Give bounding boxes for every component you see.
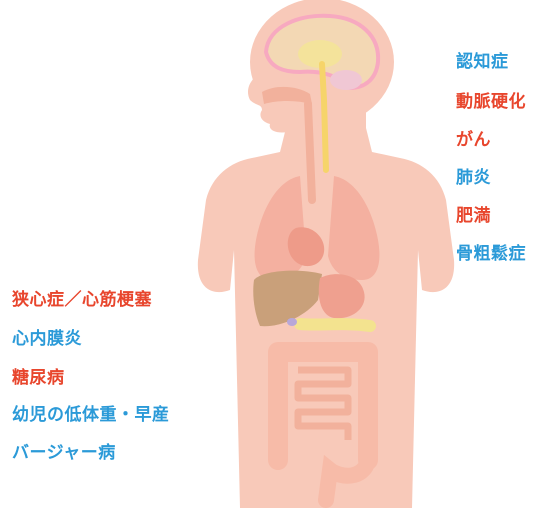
right-label-cancer: がん	[456, 130, 491, 150]
right-label-osteoporosis: 骨粗鬆症	[456, 244, 526, 264]
cerebellum	[330, 70, 362, 90]
left-label-buerger-disease: バージャー病	[12, 443, 116, 463]
gallbladder	[287, 318, 297, 326]
right-label-obesity: 肥満	[456, 206, 491, 226]
trachea	[308, 104, 312, 200]
right-label-dementia: 認知症	[456, 52, 509, 72]
right-label-arteriosclerosis: 動脈硬化	[456, 92, 526, 112]
pancreas	[300, 324, 370, 326]
right-label-pneumonia: 肺炎	[456, 168, 491, 188]
left-label-angina-infarction: 狭心症／心筋梗塞	[12, 290, 152, 310]
spinal-cord	[322, 64, 326, 170]
body-silhouette	[198, 128, 454, 508]
left-label-diabetes: 糖尿病	[12, 368, 65, 388]
left-label-infant-low-birthweight: 幼児の低体重・早産	[12, 405, 170, 425]
left-label-endocarditis: 心内膜炎	[12, 329, 82, 349]
